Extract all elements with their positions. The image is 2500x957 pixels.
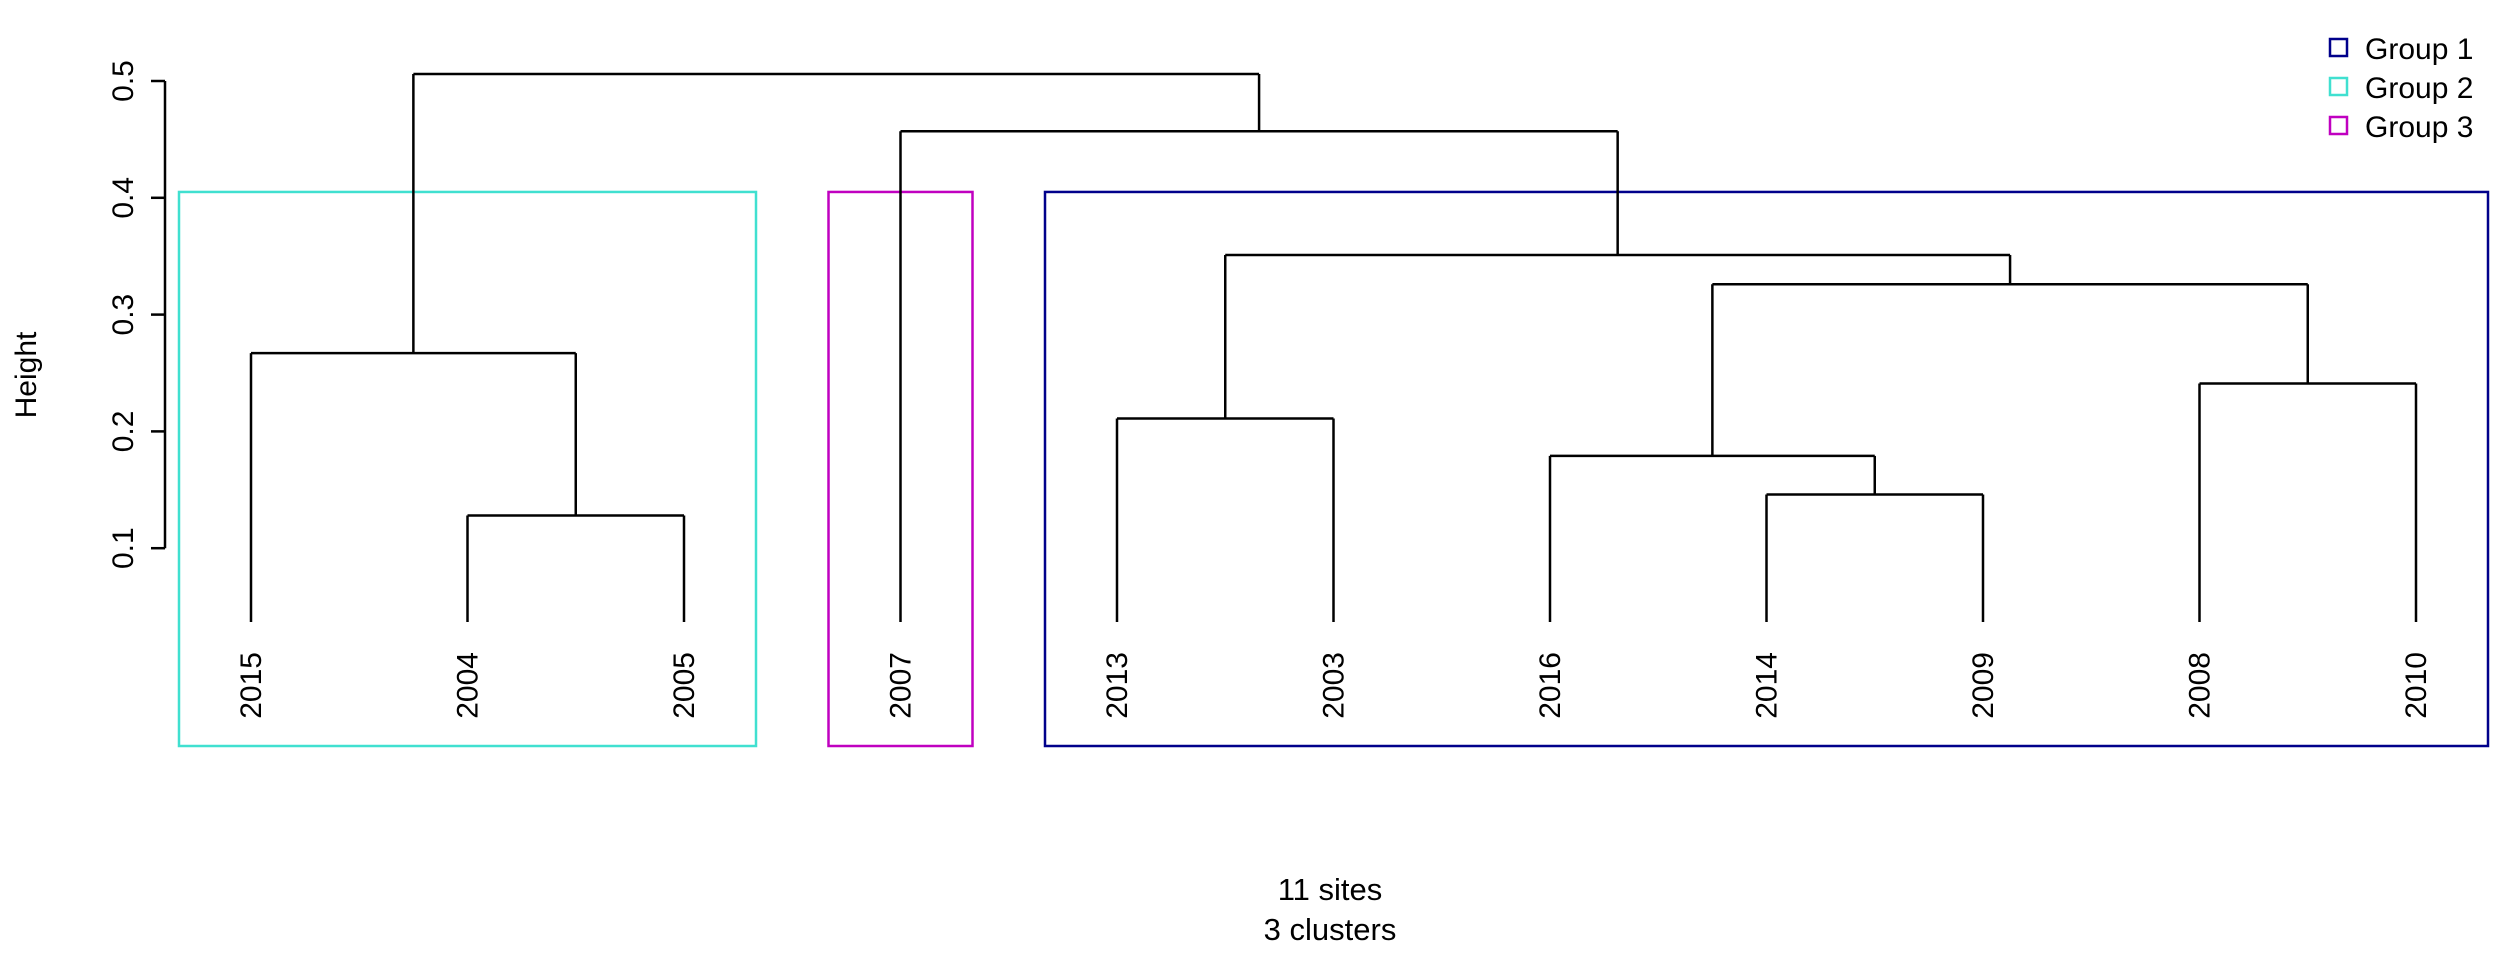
y-tick-label: 0.4 <box>107 177 140 219</box>
dendrogram-branches <box>249 72 2418 622</box>
leaf-label: 2005 <box>668 652 701 719</box>
legend-label: Group 2 <box>2365 72 2473 105</box>
leaf-label: 2010 <box>2400 652 2433 719</box>
leaf-label: 2009 <box>1967 652 2000 719</box>
leaf-labels: 2015 2004 2005 2007 2013 2003 2016 2014 2009 2008… <box>235 652 2433 719</box>
cluster-box <box>177 190 758 748</box>
leaf-label: 2008 <box>2184 652 2217 719</box>
cluster-boxes <box>177 190 2490 748</box>
leaf-label: 2004 <box>452 652 485 719</box>
cluster-box <box>1043 190 2490 748</box>
legend-swatch <box>2328 37 2349 58</box>
legend-swatch <box>2328 115 2349 136</box>
leaf-label: 2016 <box>1534 652 1567 719</box>
x-axis-label-line-2: 3 clusters <box>1264 912 1397 947</box>
legend-label: Group 1 <box>2365 33 2473 66</box>
y-tick-label: 0.1 <box>107 527 140 569</box>
leaf-label: 2015 <box>235 652 268 719</box>
legend-swatch <box>2328 76 2349 97</box>
leaf-label: 2003 <box>1318 652 1351 719</box>
y-axis-label: Height <box>10 331 43 418</box>
y-axis: 0.1 0.2 0.3 0.4 0.5 <box>107 60 167 569</box>
leaf-label: 2014 <box>1751 652 1784 719</box>
leaf-label: 2007 <box>885 652 918 719</box>
y-tick-label: 0.2 <box>107 411 140 453</box>
legend-label: Group 3 <box>2365 111 2473 144</box>
y-tick-label: 0.5 <box>107 60 140 102</box>
leaf-label: 2013 <box>1101 652 1134 719</box>
legend: Group 1 Group 2 Group 3 <box>2328 33 2473 144</box>
y-tick-label: 0.3 <box>107 294 140 336</box>
x-axis-label-line-1: 11 sites <box>1278 872 1383 907</box>
